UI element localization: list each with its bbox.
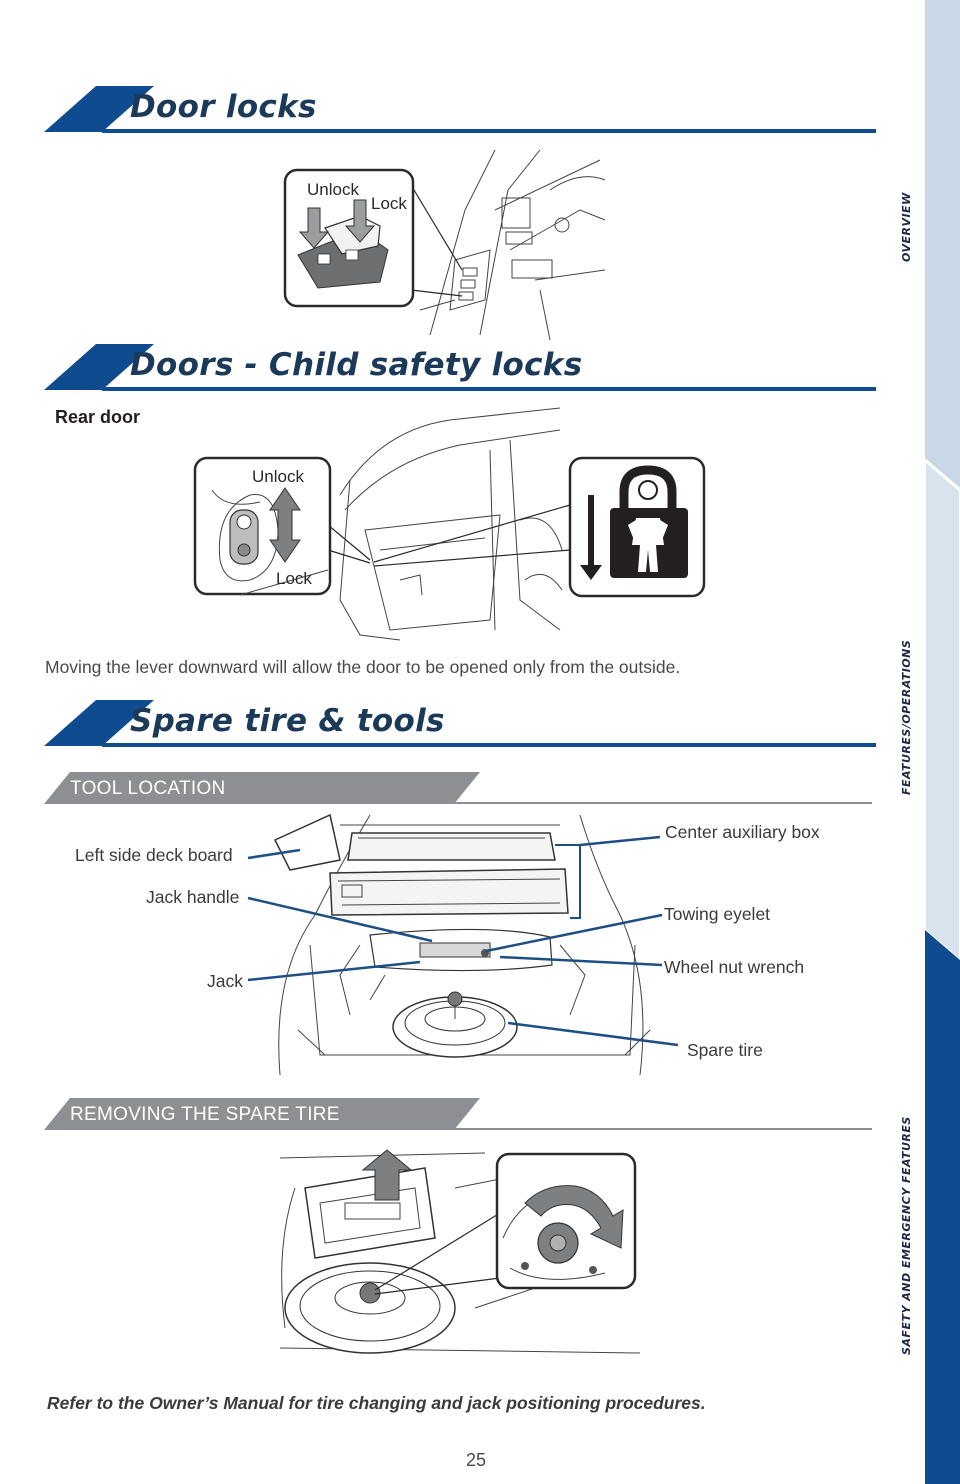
child-lock-note: Moving the lever downward will allow the… bbox=[45, 657, 681, 677]
footnote-owners-manual: Refer to the Owner’s Manual for tire cha… bbox=[47, 1393, 706, 1413]
removing-spare-illustration bbox=[279, 1149, 641, 1354]
callout-spare-tire: Spare tire bbox=[687, 1040, 763, 1060]
section-header-door-locks: Door locks bbox=[44, 86, 876, 136]
callout-towing-eyelet: Towing eyelet bbox=[664, 904, 771, 924]
callout-left-deck-board: Left side deck board bbox=[75, 845, 233, 865]
tool-location-illustration bbox=[247, 813, 679, 1076]
sidebar-tab-features[interactable]: FEATURES/OPERATIONS bbox=[900, 639, 913, 795]
section-title: Spare tire & tools bbox=[130, 703, 445, 739]
sidebar-tab-overview[interactable]: OVERVIEW bbox=[900, 192, 913, 262]
callout-jack-handle: Jack handle bbox=[146, 887, 240, 907]
section-title: Doors - Child safety locks bbox=[130, 347, 583, 383]
rotate-counterclockwise-icon bbox=[524, 1185, 624, 1249]
subsection-rear-door: Rear door bbox=[55, 407, 141, 427]
subheader-tool-location: TOOL LOCATION bbox=[44, 772, 872, 806]
sidebar-tabs bbox=[925, 458, 960, 1484]
page-number: 25 bbox=[466, 1450, 487, 1470]
label-lock: Lock bbox=[371, 194, 407, 213]
label-unlock: Unlock bbox=[307, 180, 359, 199]
label-child-unlock: Unlock bbox=[252, 467, 304, 486]
section-header-child-locks: Doors - Child safety locks bbox=[44, 344, 876, 394]
label-child-lock: Lock bbox=[276, 569, 312, 588]
callout-center-aux-box: Center auxiliary box bbox=[665, 822, 820, 842]
sidebar-tab-safety[interactable]: SAFETY AND EMERGENCY FEATURES bbox=[900, 1116, 913, 1355]
subheader-removing-spare: REMOVING THE SPARE TIRE bbox=[44, 1098, 872, 1132]
callout-wheel-nut-wrench: Wheel nut wrench bbox=[664, 957, 805, 977]
section-title: Door locks bbox=[130, 89, 317, 125]
callout-jack: Jack bbox=[207, 971, 243, 991]
child-lock-illustration: Unlock Lock bbox=[193, 407, 706, 641]
child-lock-symbol-icon bbox=[580, 465, 692, 582]
door-lock-illustration: Unlock Lock bbox=[283, 150, 606, 340]
section-header-spare-tire: Spare tire & tools bbox=[44, 700, 876, 750]
